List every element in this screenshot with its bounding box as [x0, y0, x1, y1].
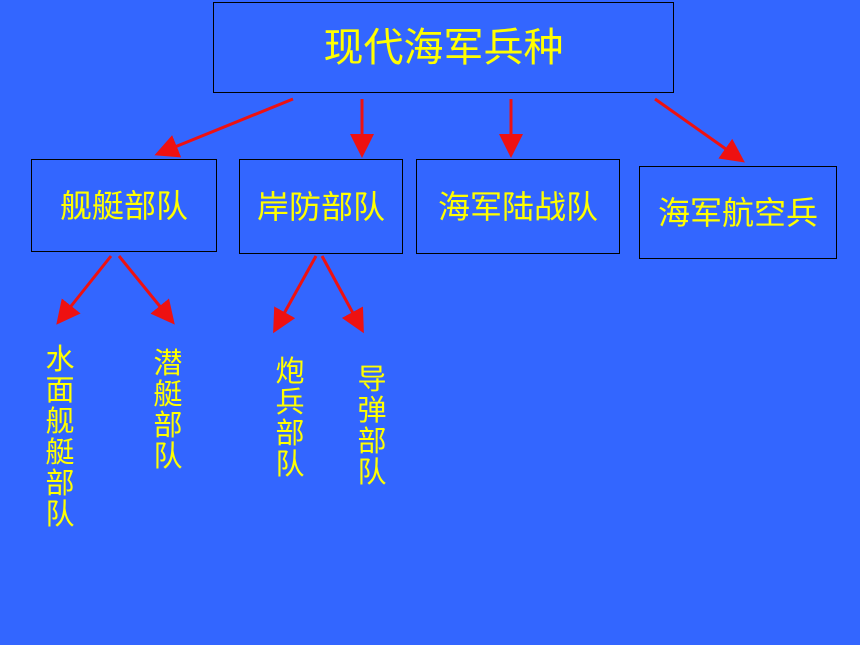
branch-node-label: 海军陆战队 [437, 187, 598, 226]
arrow-ships-to-submarine [117, 255, 175, 325]
branch-node-aviation: 海军航空兵 [639, 166, 837, 259]
arrow-ships-to-surface [56, 255, 113, 325]
branch-node-coastal-defense: 岸防部队 [239, 159, 403, 254]
root-node-label: 现代海军兵种 [323, 24, 564, 71]
branch-node-label: 舰艇部队 [59, 186, 188, 225]
arrow-root-to-aviation [654, 97, 745, 163]
leaf-node-missiles: 导弹部队 [357, 362, 387, 489]
leaf-node-surface-ships: 水面舰艇部队 [45, 342, 75, 531]
arrow-coastal-to-artillery [273, 255, 318, 334]
arrow-root-to-ships [154, 97, 294, 158]
arrow-coastal-to-missile [320, 255, 364, 334]
root-node: 现代海军兵种 [213, 2, 674, 93]
leaf-node-artillery: 炮兵部队 [275, 354, 305, 481]
branch-node-label: 岸防部队 [256, 187, 385, 226]
branch-node-marines: 海军陆战队 [416, 159, 620, 254]
branch-node-label: 海军航空兵 [657, 193, 818, 232]
branch-node-ships: 舰艇部队 [31, 159, 217, 252]
leaf-node-submarines: 潜艇部队 [153, 346, 183, 473]
